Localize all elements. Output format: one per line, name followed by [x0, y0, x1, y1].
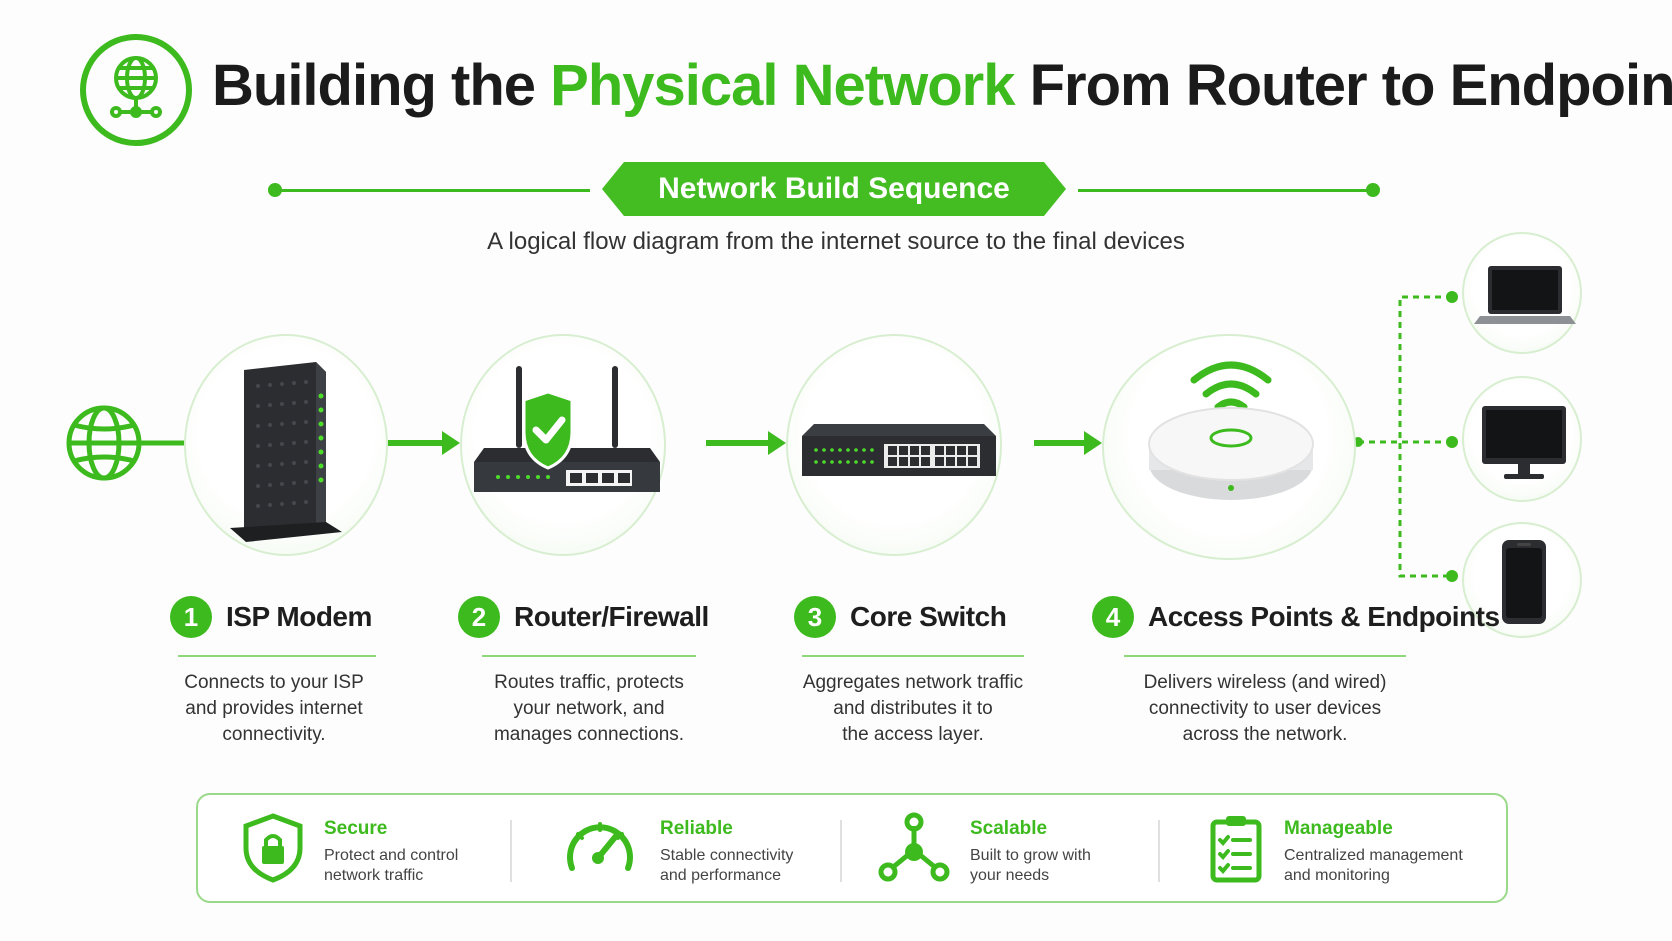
router-device-circle	[460, 334, 666, 556]
modem-device-circle	[184, 334, 388, 556]
benefit-description: Centralized management and monitoring	[1284, 846, 1494, 886]
endpoint-monitor-circle	[1462, 376, 1582, 502]
banner-line-right	[1078, 189, 1368, 192]
switch-device-circle	[786, 334, 1002, 556]
step-divider	[178, 655, 376, 657]
benefit-title: Scalable	[970, 818, 1048, 839]
benefit-divider	[510, 820, 512, 882]
benefit-title: Manageable	[1284, 818, 1393, 839]
desc-line: and monitoring	[1284, 867, 1390, 884]
title-prefix: Building the	[212, 53, 551, 118]
desc-line: manages connections.	[493, 724, 685, 745]
sequence-banner: Network Build Sequence	[602, 162, 1066, 216]
shield-lock-icon	[243, 813, 303, 883]
endpoint-branch-lines	[1358, 295, 1452, 578]
title-highlight: Physical Network	[550, 53, 1015, 118]
benefit-manageable: Manageable Centralized management and mo…	[1284, 818, 1494, 886]
benefits-panel	[196, 793, 1508, 903]
endpoint-laptop-circle	[1462, 232, 1582, 354]
access-point-device-circle	[1102, 334, 1356, 560]
desc-line: and distributes it to	[833, 698, 993, 719]
benefit-divider	[840, 820, 842, 882]
desc-line: Aggregates network traffic	[802, 672, 1024, 693]
benefit-scalable: Scalable Built to grow with your needs	[970, 818, 1140, 886]
desc-line: Routes traffic, protects	[494, 672, 684, 693]
desc-line: Built to grow with	[970, 847, 1091, 864]
desc-line: the access layer.	[842, 724, 984, 745]
wifi-router-firewall-icon	[474, 366, 660, 492]
step-divider	[802, 655, 1024, 657]
step-3-heading: 3 Core Switch	[794, 596, 1007, 638]
desc-line: network traffic	[324, 867, 424, 884]
step-title: ISP Modem	[226, 601, 372, 632]
desc-line: Protect and control	[324, 847, 459, 864]
branch-dot	[1446, 570, 1458, 582]
step-3-description: Aggregates network traffic and distribut…	[760, 670, 1066, 748]
laptop-icon	[1474, 266, 1576, 324]
step-title: Router/Firewall	[514, 601, 709, 632]
step-divider	[482, 655, 696, 657]
desktop-monitor-icon	[1482, 406, 1566, 479]
smartphone-icon	[1502, 540, 1546, 624]
step-number-badge: 2	[458, 596, 500, 638]
benefit-description: Protect and control network traffic	[324, 846, 494, 886]
endpoint-phone-circle	[1462, 522, 1582, 638]
title-suffix: From Router to Endpoints	[1014, 53, 1672, 118]
step-number-badge: 3	[794, 596, 836, 638]
desc-line: Stable connectivity	[660, 847, 794, 864]
desc-line: and performance	[660, 867, 781, 884]
flow-arrow	[1034, 431, 1102, 455]
step-number-badge: 1	[170, 596, 212, 638]
step-1-description: Connects to your ISP and provides intern…	[136, 670, 412, 748]
step-1-heading: 1 ISP Modem	[170, 596, 372, 638]
network-globe-icon	[110, 56, 162, 118]
desc-line: Delivers wireless (and wired)	[1143, 672, 1387, 693]
internet-globe-icon	[66, 405, 142, 481]
step-4-description: Delivers wireless (and wired) connectivi…	[1106, 670, 1424, 748]
step-divider	[1124, 655, 1406, 657]
network-switch-icon	[802, 424, 996, 476]
desc-line: connectivity to user devices	[1148, 698, 1382, 719]
step-2-heading: 2 Router/Firewall	[458, 596, 709, 638]
desc-line: your needs	[970, 867, 1050, 884]
benefit-title: Reliable	[660, 818, 733, 839]
desc-line: Centralized management	[1284, 847, 1463, 864]
branch-dot	[1446, 291, 1458, 303]
speedometer-icon	[567, 822, 633, 871]
logo-badge	[80, 34, 192, 146]
benefit-description: Built to grow with your needs	[970, 846, 1140, 886]
banner-subtitle: A logical flow diagram from the internet…	[487, 228, 1185, 255]
wifi-signal-icon	[1190, 361, 1272, 411]
benefit-description: Stable connectivity and performance	[660, 846, 830, 886]
desc-line: and provides internet	[185, 698, 363, 719]
cable-modem-icon	[230, 362, 342, 542]
desc-line: Connects to your ISP	[184, 672, 364, 693]
wireless-access-point-icon	[1148, 361, 1314, 500]
step-4-heading: 4 Access Points & Endpoints	[1092, 596, 1500, 638]
banner-line-dot-right	[1366, 183, 1380, 197]
desc-line: across the network.	[1182, 724, 1348, 745]
step-number-badge: 4	[1092, 596, 1134, 638]
step-2-description: Routes traffic, protects your network, a…	[444, 670, 734, 748]
branch-dot	[1446, 436, 1458, 448]
page-title: Building the Physical Network From Route…	[212, 52, 1672, 119]
benefit-divider	[1158, 820, 1160, 882]
benefit-title: Secure	[324, 818, 388, 839]
step-title: Core Switch	[850, 601, 1007, 632]
flow-arrow	[388, 431, 460, 455]
network-nodes-icon	[878, 812, 950, 882]
step-title: Access Points & Endpoints	[1148, 601, 1500, 632]
benefit-reliable: Reliable Stable connectivity and perform…	[660, 818, 830, 886]
desc-line: your network, and	[513, 698, 665, 719]
clipboard-checklist-icon	[1210, 816, 1262, 883]
flow-arrow	[706, 431, 786, 455]
benefit-secure: Secure Protect and control network traff…	[324, 818, 494, 886]
desc-line: connectivity.	[222, 724, 326, 745]
banner-line-left	[275, 189, 590, 192]
